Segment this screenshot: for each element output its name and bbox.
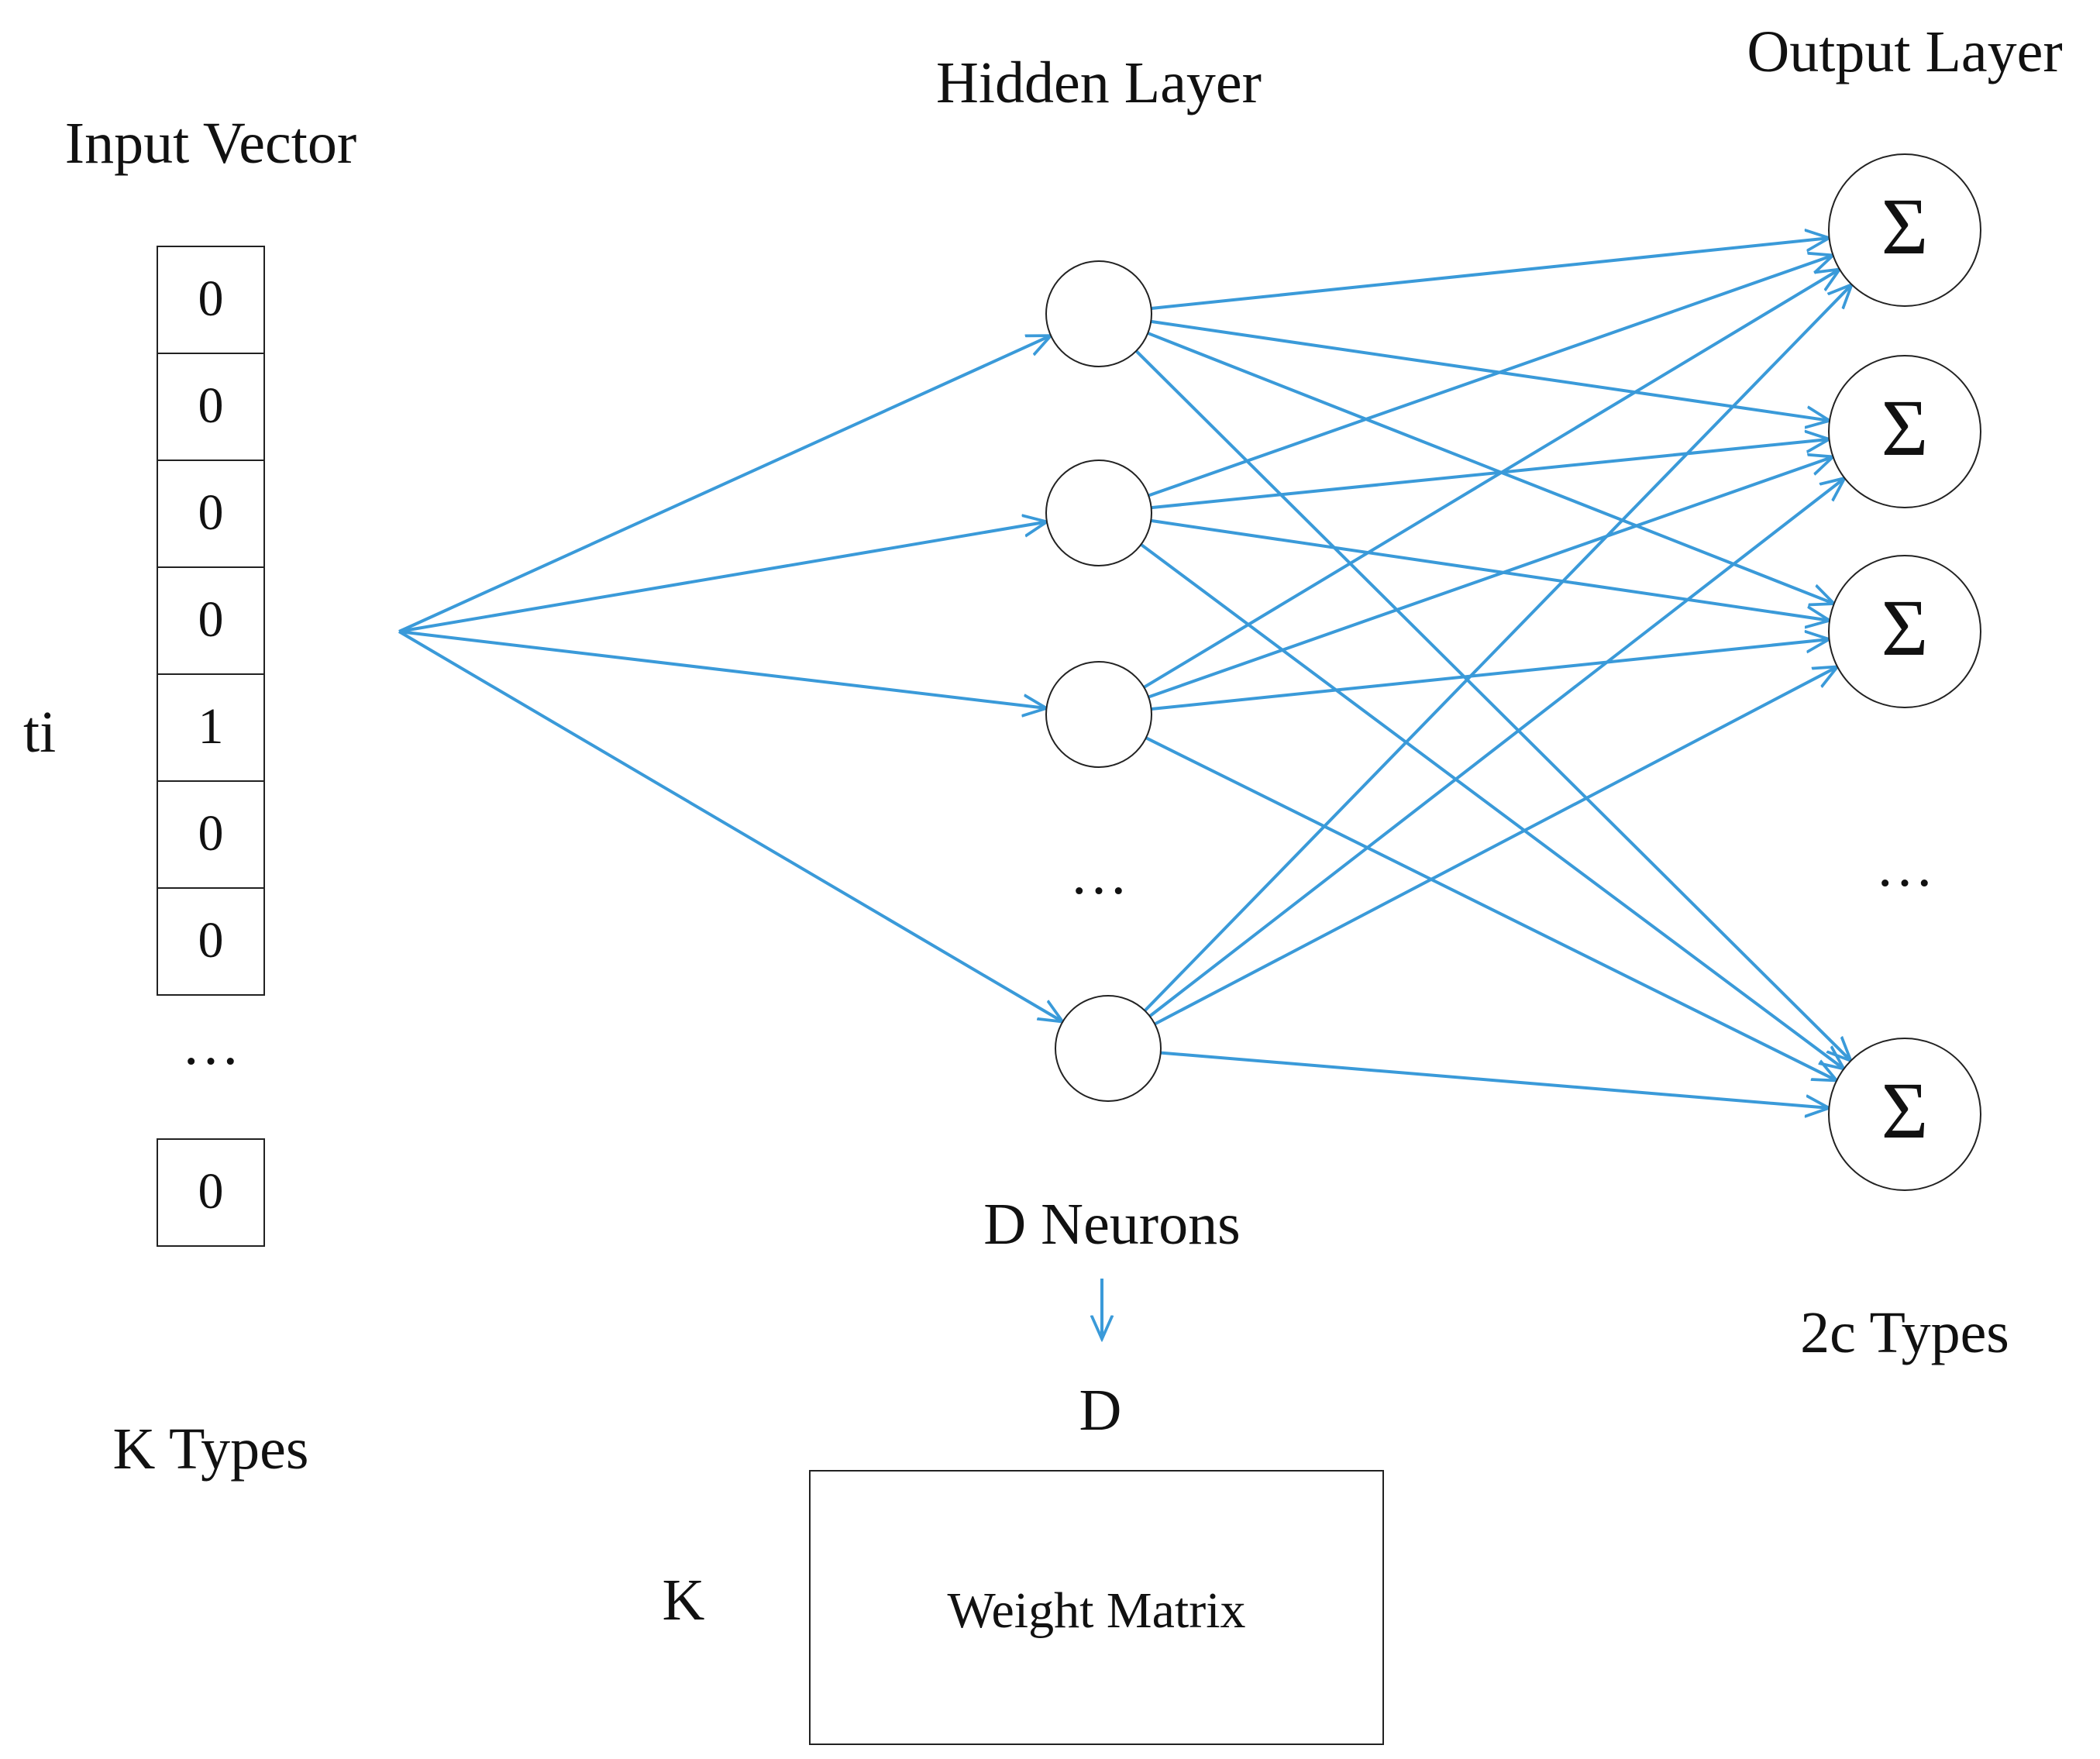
- hidden-to-output-arrow: [1148, 456, 1833, 699]
- matrix-k-label: K: [663, 1568, 705, 1633]
- hidden-to-output-arrow: [1160, 1051, 1830, 1108]
- input-vector: 0 0 0 0 1 0 0 ··· 0: [157, 246, 265, 1247]
- input-cell: 0: [157, 353, 265, 461]
- hidden-neuron: [1045, 661, 1152, 768]
- matrix-d-label: D: [1079, 1378, 1122, 1443]
- sigma-symbol: Σ: [1881, 1066, 1929, 1155]
- 2c-types-label: 2c Types: [1800, 1300, 2009, 1365]
- sigma-symbol: Σ: [1881, 182, 1929, 271]
- input-to-hidden-arrow: [398, 630, 1062, 1022]
- hidden-to-output-arrow: [1143, 284, 1851, 1012]
- output-neuron: Σ: [1828, 555, 1981, 708]
- d-neurons-label: D Neurons: [983, 1192, 1240, 1257]
- k-types-label: K Types: [113, 1416, 309, 1482]
- hidden-neuron: [1055, 995, 1162, 1102]
- input-cell-value: 0: [198, 805, 224, 862]
- input-cell-value: 0: [198, 270, 224, 327]
- input-cell-value: 1: [198, 698, 224, 755]
- hidden-to-output-arrow: [1150, 319, 1830, 421]
- hidden-to-output-arrow: [1151, 439, 1830, 510]
- weight-matrix-label: Weight Matrix: [947, 1582, 1245, 1639]
- input-to-hidden-arrow: [398, 336, 1051, 633]
- input-cell: 0: [157, 460, 265, 568]
- hidden-to-output-arrow: [1151, 238, 1830, 310]
- hidden-to-output-arrow: [1143, 269, 1840, 689]
- input-ellipsis: ···: [181, 1029, 240, 1094]
- input-cell-last: 0: [157, 1138, 265, 1247]
- hidden-to-output-arrow: [1150, 518, 1830, 621]
- hidden-to-output-arrow: [1148, 255, 1833, 497]
- input-cell-value: 0: [198, 484, 224, 541]
- hidden-layer-title: Hidden Layer: [936, 50, 1262, 115]
- connection-arrows: [398, 238, 1852, 1108]
- input-cell: 0: [157, 246, 265, 354]
- input-vector-title: Input Vector: [65, 111, 356, 176]
- input-cell: 1: [157, 673, 265, 782]
- output-layer-title: Output Layer: [1747, 19, 2062, 84]
- input-cell-value: 0: [198, 1163, 224, 1220]
- output-neuron: Σ: [1828, 153, 1981, 307]
- hidden-to-output-arrow: [1140, 543, 1844, 1069]
- sigma-symbol: Σ: [1881, 583, 1929, 673]
- output-neuron: Σ: [1828, 355, 1981, 508]
- hidden-to-output-arrow: [1145, 736, 1837, 1080]
- input-cell-value: 0: [198, 377, 224, 434]
- hidden-neuron: [1045, 460, 1152, 566]
- sigma-symbol: Σ: [1881, 384, 1929, 473]
- weight-matrix-box: [809, 1470, 1384, 1745]
- input-cell: 0: [157, 566, 265, 675]
- hidden-to-output-arrow: [1154, 666, 1837, 1026]
- hidden-neuron: [1045, 260, 1152, 367]
- hidden-to-output-arrow: [1148, 478, 1845, 1017]
- output-neuron: Σ: [1828, 1038, 1981, 1191]
- input-cell: 0: [157, 887, 265, 996]
- input-cell: 0: [157, 780, 265, 889]
- input-cell-value: 0: [198, 591, 224, 648]
- input-to-hidden-arrow: [398, 522, 1047, 633]
- output-ellipsis: ···: [1875, 851, 1934, 916]
- input-to-hidden-arrow: [398, 630, 1046, 708]
- hidden-to-output-arrow: [1147, 332, 1834, 604]
- ti-label: ti: [23, 700, 56, 765]
- input-cell-value: 0: [198, 912, 224, 969]
- hidden-ellipsis: ···: [1069, 859, 1128, 924]
- hidden-to-output-arrow: [1151, 639, 1830, 711]
- hidden-to-output-arrow: [1134, 349, 1850, 1061]
